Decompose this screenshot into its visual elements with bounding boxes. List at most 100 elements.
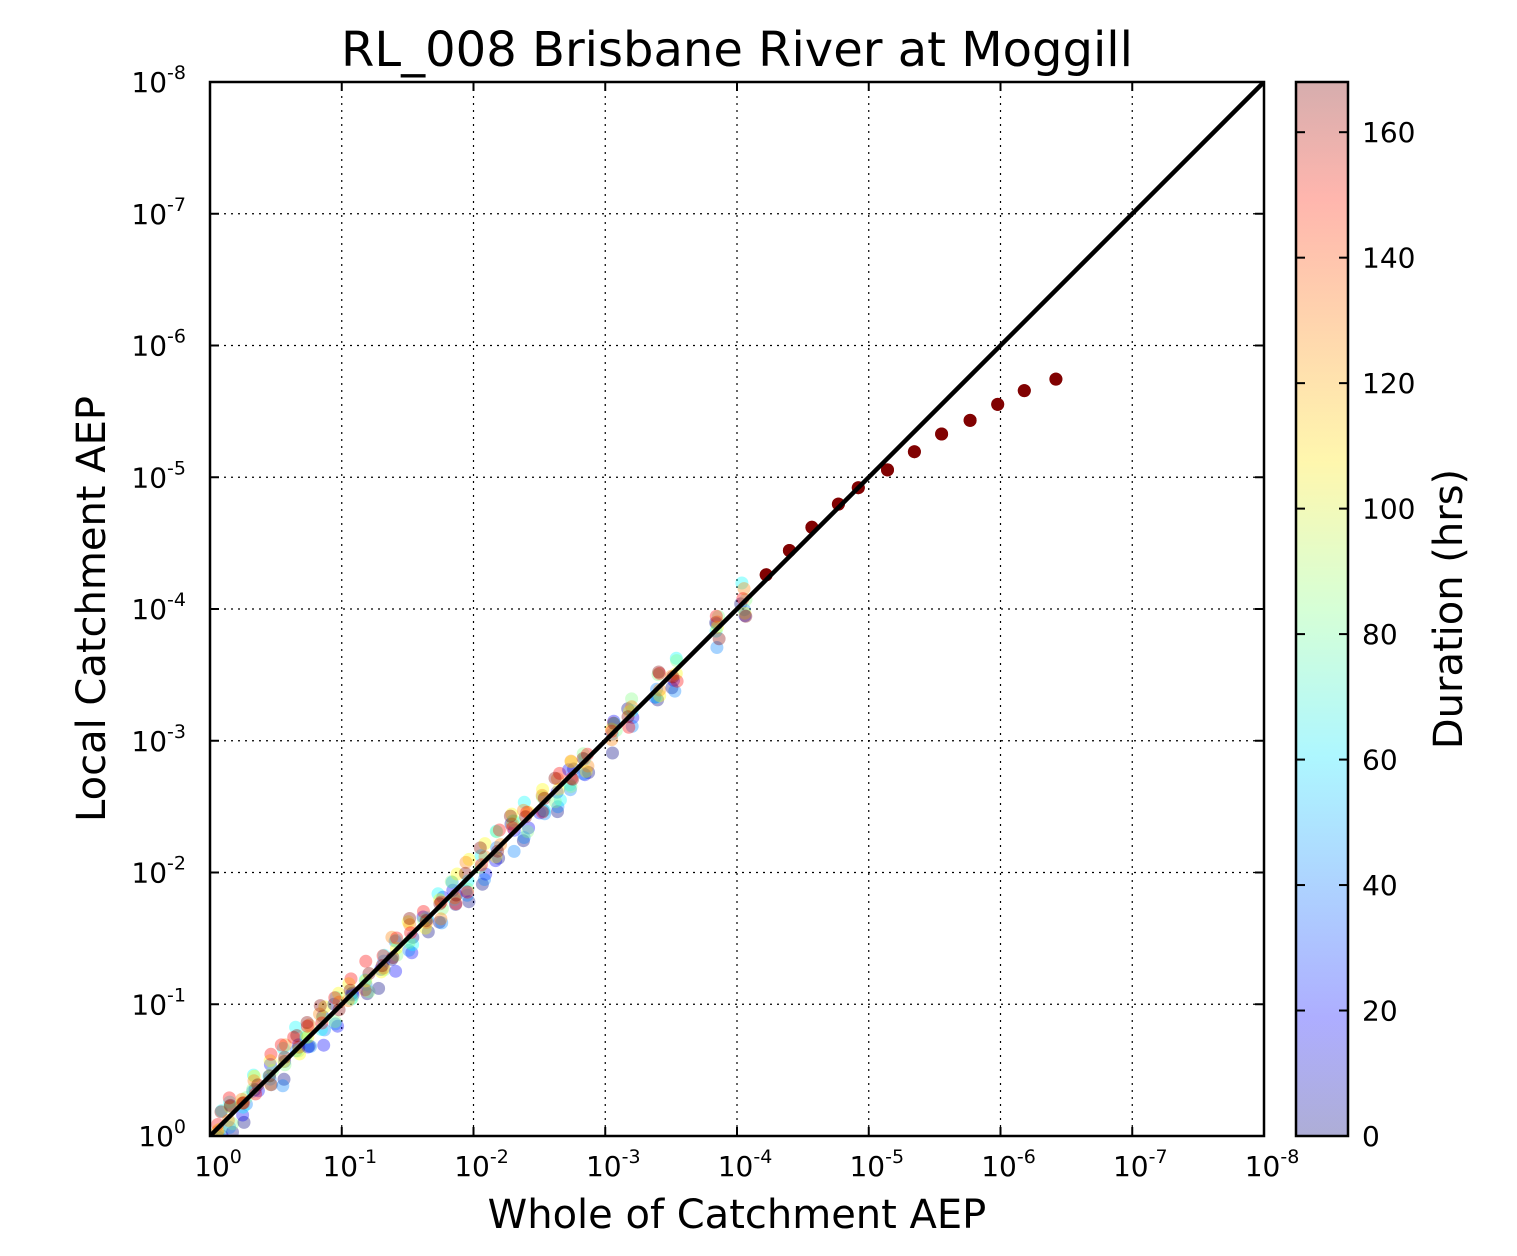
colorbar-frame [1294, 80, 1350, 1138]
scatter-point [521, 825, 535, 838]
y-axis-title: Local Catchment AEP [69, 396, 115, 822]
scatter-point [709, 609, 723, 623]
scatter-point [505, 807, 519, 821]
scatter-point [302, 1018, 316, 1032]
colorbar-tick-label: 80 [1362, 618, 1398, 651]
scatter-point [290, 1029, 304, 1043]
scatter-point [278, 1038, 292, 1052]
scatter-point [651, 668, 665, 682]
scatter-point [390, 931, 404, 945]
scatter-point [434, 912, 448, 926]
scatter-point [300, 1019, 314, 1033]
scatter-point [503, 809, 517, 823]
colorbar-tick-label: 20 [1362, 995, 1398, 1028]
scatter-point [507, 844, 521, 858]
scatter-point [222, 1091, 236, 1105]
scatter-point [236, 1108, 250, 1122]
scatter-point [223, 1095, 237, 1109]
scatter-point [431, 887, 445, 901]
scatter-point [563, 783, 577, 797]
scatter-point [881, 463, 894, 477]
scatter-point [577, 767, 591, 781]
scatter-point [328, 1015, 342, 1028]
scatter-point [551, 805, 564, 819]
x-tick-label: 10-2 [454, 1146, 509, 1183]
scatter-point [516, 834, 530, 848]
scatter-point [274, 1038, 288, 1052]
scatter-point [318, 1000, 332, 1014]
scatter-point [332, 986, 346, 1000]
y-tick-label: 10-4 [131, 589, 186, 626]
y-tick-label: 10-1 [131, 984, 186, 1021]
scatter-point [622, 720, 636, 734]
scatter-point [264, 1078, 278, 1092]
scatter-point [449, 897, 463, 911]
scatter-point [276, 1041, 290, 1055]
x-tick-label: 10-8 [1245, 1146, 1300, 1183]
scatter-point [564, 780, 578, 794]
scatter-point [462, 852, 476, 866]
scatter-point [247, 1068, 260, 1082]
scatter-point [247, 1069, 261, 1083]
colorbar-tick-label: 140 [1362, 242, 1415, 275]
colorbar-tick-label: 100 [1362, 493, 1415, 526]
y-tick-label: 10-2 [131, 853, 186, 890]
scatter-point [489, 824, 503, 838]
scatter-point [710, 641, 724, 654]
scatter-point [435, 916, 449, 930]
scatter-point [625, 719, 639, 733]
scatter-point [550, 772, 564, 786]
scatter-point [739, 609, 753, 623]
scatter-point [579, 764, 593, 778]
x-tick-label: 10-6 [981, 1146, 1036, 1183]
y-tick-label: 10-5 [131, 457, 186, 494]
scatter-point [652, 665, 666, 679]
scatter-point [475, 877, 489, 891]
scatter-point [362, 985, 376, 999]
colorbar-gradient [1296, 82, 1348, 1136]
scatter-point [517, 795, 531, 809]
scatter-point [247, 1074, 261, 1088]
scatter-point [313, 1007, 326, 1021]
scatter-point [401, 915, 415, 929]
scatter-point [461, 885, 474, 899]
scatter-point [406, 938, 420, 952]
scatter-point [462, 895, 476, 909]
scatter-point [331, 1019, 345, 1033]
scatter-point [548, 795, 562, 809]
scatter-point [342, 977, 356, 991]
scatter-point [360, 987, 374, 1001]
scatter-point [522, 821, 536, 835]
scatter-point [223, 1120, 237, 1134]
scatter-point [553, 766, 567, 780]
scatter-point [372, 981, 386, 995]
scatter-point [289, 1020, 303, 1034]
scatter-point [251, 1078, 265, 1092]
scatter-point [473, 841, 487, 855]
scatter-point [461, 882, 475, 896]
scatter-point [215, 1104, 229, 1118]
scatter-point [578, 768, 592, 782]
scatter-point [625, 692, 639, 706]
scatter-point [492, 823, 506, 837]
x-tick-label: 10-3 [586, 1146, 641, 1183]
scatter-point [504, 817, 518, 831]
scatter-point [389, 933, 403, 947]
scatter-point [385, 930, 399, 944]
scatter-point [329, 991, 343, 1004]
scatter-point [277, 1072, 291, 1086]
scatter-point [564, 755, 578, 769]
scatter-point [328, 1017, 342, 1031]
scatter-point [625, 704, 639, 718]
scatter-point [1049, 372, 1063, 386]
scatter-point [263, 1054, 277, 1068]
scatter-point [251, 1084, 265, 1098]
scatter-point [313, 999, 327, 1013]
y-tick-label: 10-3 [131, 721, 186, 758]
scatter-point [403, 918, 417, 932]
colorbar-tick-label: 160 [1362, 116, 1415, 149]
scatter-point [738, 606, 752, 620]
